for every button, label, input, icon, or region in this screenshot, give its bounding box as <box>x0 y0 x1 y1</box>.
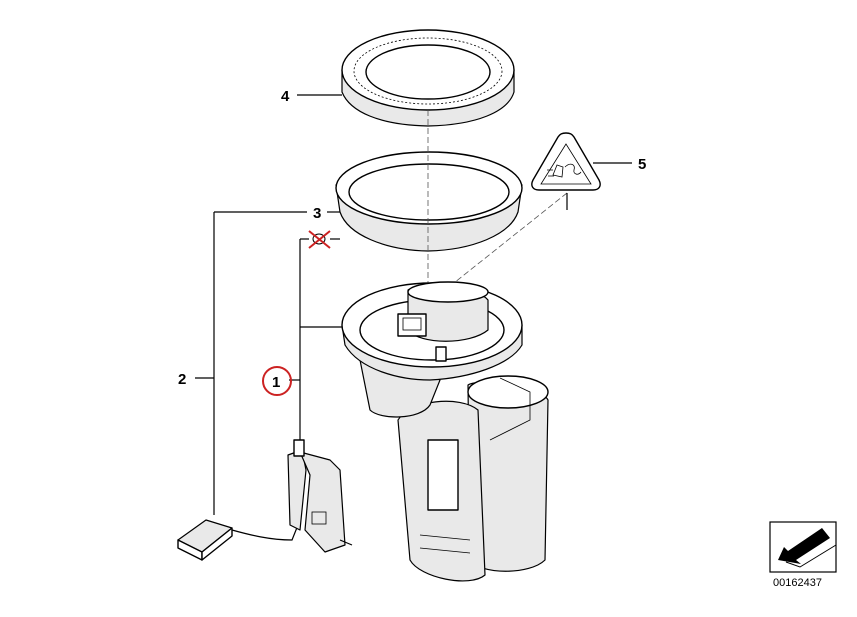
part-3-seal[interactable] <box>335 151 523 252</box>
part-1-pump-assembly[interactable] <box>341 281 549 582</box>
part-4-ring[interactable] <box>341 29 515 127</box>
highlight-circle <box>262 366 292 396</box>
callout-3[interactable]: 3 <box>313 205 321 222</box>
callout-1[interactable]: 1 <box>272 374 280 391</box>
fuel-pump-symbol-icon <box>547 163 582 178</box>
callout-4[interactable]: 4 <box>281 88 290 105</box>
diagram-id-label: 00162437 <box>773 577 822 589</box>
crossed-out-part-icon <box>308 230 331 249</box>
part-2-level-sensor[interactable] <box>177 439 353 561</box>
callout-5[interactable]: 5 <box>638 156 646 173</box>
callout-1-highlighted[interactable]: 1 <box>262 366 292 396</box>
leader-lines <box>195 94 632 515</box>
part-5-warning-label[interactable] <box>531 132 601 191</box>
arrow-down-left-icon[interactable] <box>769 521 837 573</box>
callout-2[interactable]: 2 <box>178 371 186 388</box>
